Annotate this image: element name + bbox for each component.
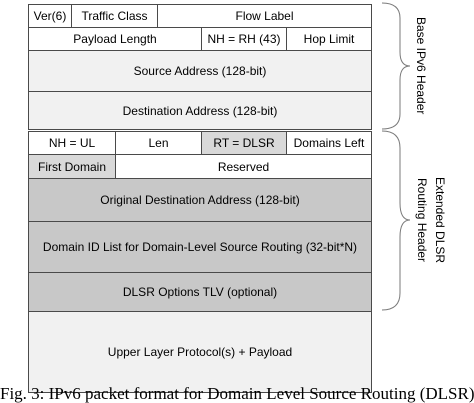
source-address-field: Source Address (128-bit) [28,50,372,92]
first-domain-label: First Domain [37,159,106,174]
hop-limit-field: Hop Limit [286,27,372,51]
routing-header-label: Routing Header [415,178,429,263]
dlsr-options-label: DLSR Options TLV (optional) [122,285,278,299]
next-header-label: NH = RH (43) [207,32,281,46]
routing-type-field: RT = DLSR [201,131,287,155]
figure-caption: Fig. 3: IPv6 packet format for Domain Le… [0,384,474,403]
reserved-label: Reserved [217,159,270,174]
flow-label-field: Flow Label [157,4,372,28]
header-brackets [381,2,411,311]
upper-layer-payload-field: Upper Layer Protocol(s) + Payload [28,311,372,393]
original-destination-label: Original Destination Address (128-bit) [100,193,300,207]
destination-address-field: Destination Address (128-bit) [28,91,372,130]
base-header-brace [381,2,411,130]
header-length-label: Len [148,136,169,150]
dlsr-next-header-label: NH = UL [48,136,96,150]
ver-field: Ver(6) [28,4,72,28]
domains-left-label: Domains Left [293,136,365,150]
flow-label-label: Flow Label [235,9,294,23]
first-domain-field: First Domain [28,154,116,179]
destination-address-label: Destination Address (128-bit) [122,103,278,118]
hop-limit-label: Hop Limit [303,32,355,46]
base-header-label: Base IPv6 Header [414,17,428,115]
next-header-field: NH = RH (43) [201,27,287,51]
dlsr-next-header-field: NH = UL [28,131,116,155]
dlsr-options-field: DLSR Options TLV (optional) [28,272,372,312]
payload-length-label: Payload Length [73,32,157,46]
header-length-field: Len [115,131,202,155]
reserved-field: Reserved [115,154,372,179]
ver-label: Ver(6) [33,9,67,23]
source-address-label: Source Address (128-bit) [133,64,267,78]
domain-id-list-label: Domain ID List for Domain-Level Source R… [42,240,358,254]
domain-id-list-field: Domain ID List for Domain-Level Source R… [28,221,372,273]
original-destination-field: Original Destination Address (128-bit) [28,178,372,222]
traffic-class-field: Traffic Class [71,4,158,28]
extended-dlsr-label: Extended DLSR [433,177,447,264]
routing-type-label: RT = DLSR [213,136,275,150]
dlsr-header-brace [381,130,411,311]
payload-length-field: Payload Length [28,27,202,51]
upper-layer-payload-label: Upper Layer Protocol(s) + Payload [107,345,293,359]
domains-left-field: Domains Left [286,131,372,155]
traffic-class-label: Traffic Class [81,9,148,23]
